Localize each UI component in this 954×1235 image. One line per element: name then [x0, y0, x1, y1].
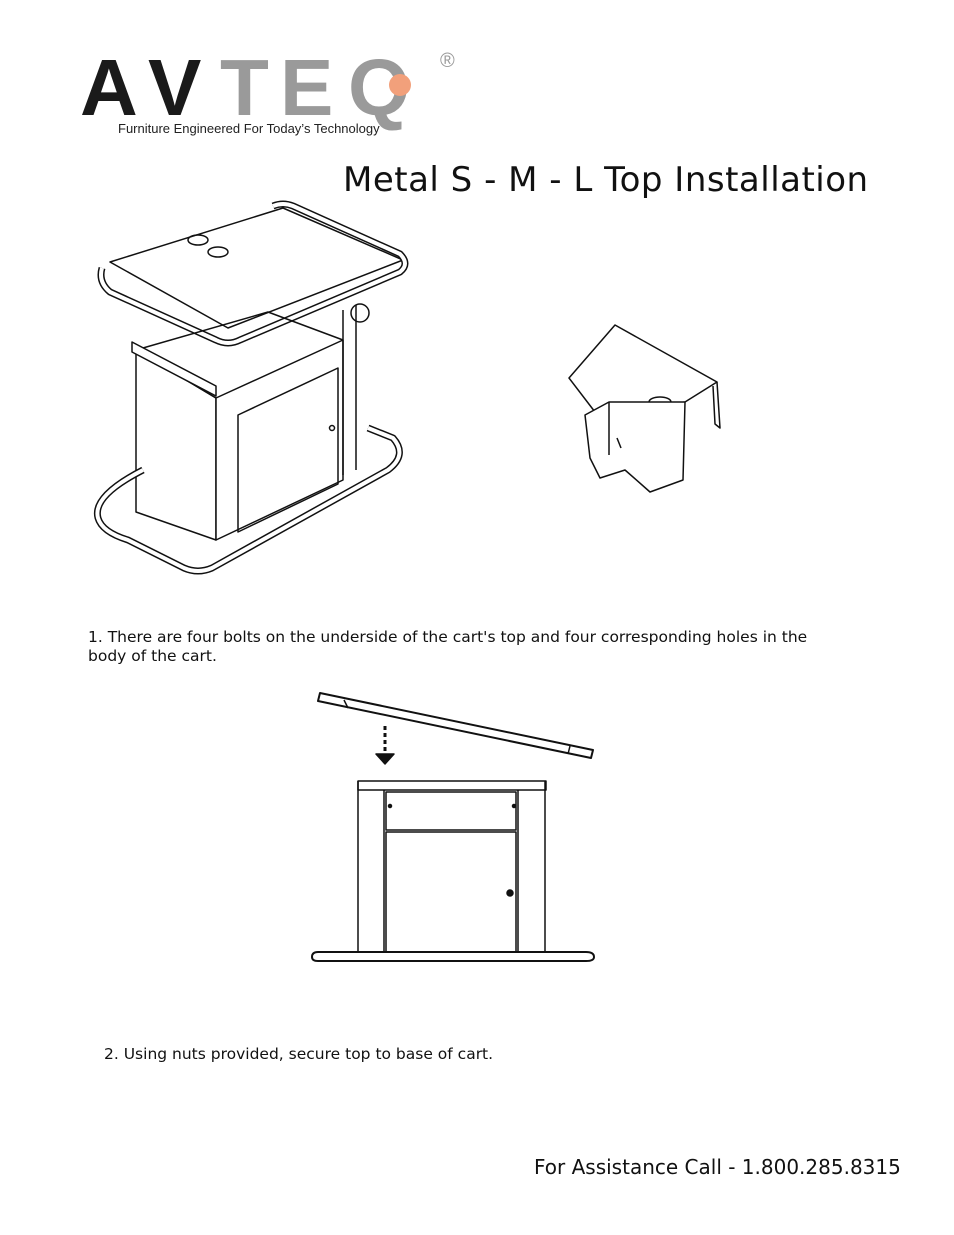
- step-2-text: 2. Using nuts provided, secure top to ba…: [104, 1045, 494, 1063]
- cart-front-view-illustration: [311, 692, 595, 962]
- assistance-phone: For Assistance Call - 1.800.285.8315: [534, 1155, 901, 1179]
- brand-tagline: Furniture Engineered For Today’s Technol…: [118, 121, 380, 136]
- bracket-detail-illustration: [568, 324, 721, 493]
- page-title: Metal S - M - L Top Installation: [343, 160, 869, 200]
- logo-letter-e: E: [280, 45, 333, 132]
- logo-letter-v: V: [148, 45, 201, 132]
- logo-letter-a: A: [80, 45, 138, 132]
- registered-mark: ®: [440, 50, 455, 72]
- arrow-down-icon: [375, 726, 395, 765]
- avteq-logo: A V T E Q ® Furniture Engineered For Tod…: [80, 45, 455, 136]
- logo-letter-t: T: [220, 45, 269, 132]
- cart-isometric-illustration: [93, 200, 409, 575]
- logo-accent-dot: [389, 74, 411, 96]
- step-1-text: 1. There are four bolts on the underside…: [88, 628, 808, 665]
